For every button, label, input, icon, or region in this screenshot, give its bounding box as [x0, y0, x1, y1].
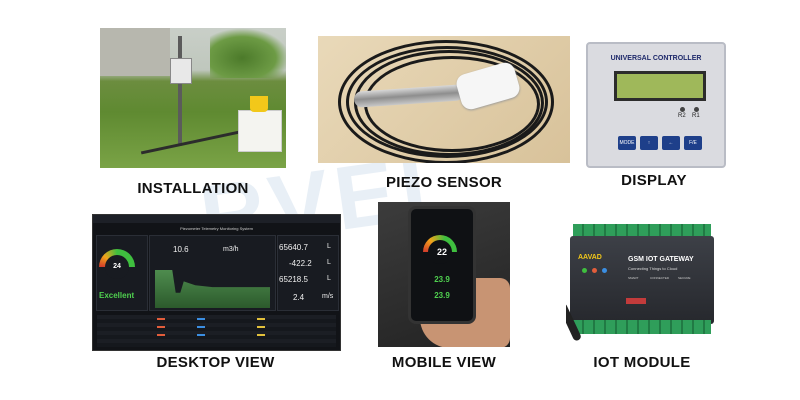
mobile-caption: MOBILE VIEW [391, 354, 497, 371]
level-unit: m/s [322, 293, 334, 300]
table-cell [257, 326, 265, 328]
cable-coil [338, 40, 554, 163]
total1-unit: L [327, 243, 331, 250]
display-photo: UNIVERSAL CONTROLLER R2 R1 MODE ↑ ← F/E [586, 42, 726, 168]
piezo-sensor-photo [318, 36, 570, 163]
total1-value: 65640.7 [279, 243, 308, 252]
up-key: ↑ [640, 136, 658, 150]
table-cell [157, 334, 165, 336]
totals-panel [277, 235, 339, 311]
table-cell [197, 326, 205, 328]
fe-key: F/E [684, 136, 702, 150]
gateway-tagline: Connecting Things to Cloud [628, 266, 678, 271]
table-cell [157, 318, 165, 320]
table-cell [157, 326, 165, 328]
cable-coil [346, 46, 548, 158]
desktop-caption: DESKTOP VIEW [156, 354, 275, 371]
wall [100, 28, 170, 76]
data-table [97, 315, 336, 347]
cable [140, 128, 250, 155]
gauge-center [105, 255, 129, 279]
terminal-block [573, 320, 711, 334]
mobile-gauge-value: 22 [436, 247, 447, 257]
display-caption: DISPLAY [621, 172, 687, 189]
concrete-block [238, 110, 282, 152]
installation-photo [100, 28, 286, 168]
yellow-bucket [250, 96, 268, 112]
left-key: ← [662, 136, 680, 150]
piezo-caption: PIEZO SENSOR [385, 174, 503, 191]
installation-caption: INSTALLATION [137, 180, 249, 197]
tree [210, 28, 286, 78]
status-text: Excellent [99, 291, 135, 300]
dashboard-title: Piezometer Telemetry Monitoring System [180, 226, 253, 231]
table-cell [257, 318, 265, 320]
led-r1 [694, 107, 699, 112]
status-led [582, 268, 587, 273]
terminal-block [573, 224, 711, 238]
mobile-value: 23.9 [434, 275, 450, 284]
desktop-dashboard: Piezometer Telemetry Monitoring System 2… [92, 214, 341, 351]
iot-caption: IOT MODULE [593, 354, 691, 371]
gauge-value: 24 [113, 263, 121, 270]
mid-unit: L [327, 259, 331, 266]
mode-key: MODE [618, 136, 636, 150]
mobile-value: 23.9 [434, 291, 450, 300]
brand-label: AAVAD [578, 254, 602, 261]
lcd-screen [614, 71, 706, 101]
mobile-gauge-center [428, 240, 452, 264]
table-cell [197, 318, 205, 320]
led-label: R1 [692, 113, 700, 119]
flow-value: 10.6 [173, 245, 189, 254]
iot-module-photo: AAVAD GSM IOT GATEWAY Connecting Things … [566, 202, 718, 346]
total2-unit: L [327, 275, 331, 282]
browser-bar [93, 215, 340, 223]
gateway-title: GSM IOT GATEWAY [628, 256, 694, 263]
feature-label: CONNECTED [650, 276, 670, 280]
status-led [602, 268, 607, 273]
phone: 22 23.9 23.9 [408, 206, 476, 324]
feature-label: SECURE [678, 276, 691, 280]
controller-title: UNIVERSAL CONTROLLER [610, 55, 702, 62]
table-cell [197, 334, 205, 336]
flow-unit: m3/h [223, 246, 239, 253]
led-r2 [680, 107, 685, 112]
feature-label: SMART [628, 276, 639, 280]
status-led [592, 268, 597, 273]
gateway-body: AAVAD GSM IOT GATEWAY Connecting Things … [570, 236, 714, 324]
mobile-photo: 22 23.9 23.9 [378, 202, 510, 347]
enclosure-box [170, 58, 192, 84]
led-label: R2 [678, 113, 686, 119]
table-cell [257, 334, 265, 336]
level-value: 2.4 [293, 293, 305, 302]
dip-switch [626, 298, 646, 304]
total2-value: 65218.5 [279, 275, 308, 284]
pole [178, 36, 182, 146]
mid-value: -422.2 [289, 259, 312, 268]
